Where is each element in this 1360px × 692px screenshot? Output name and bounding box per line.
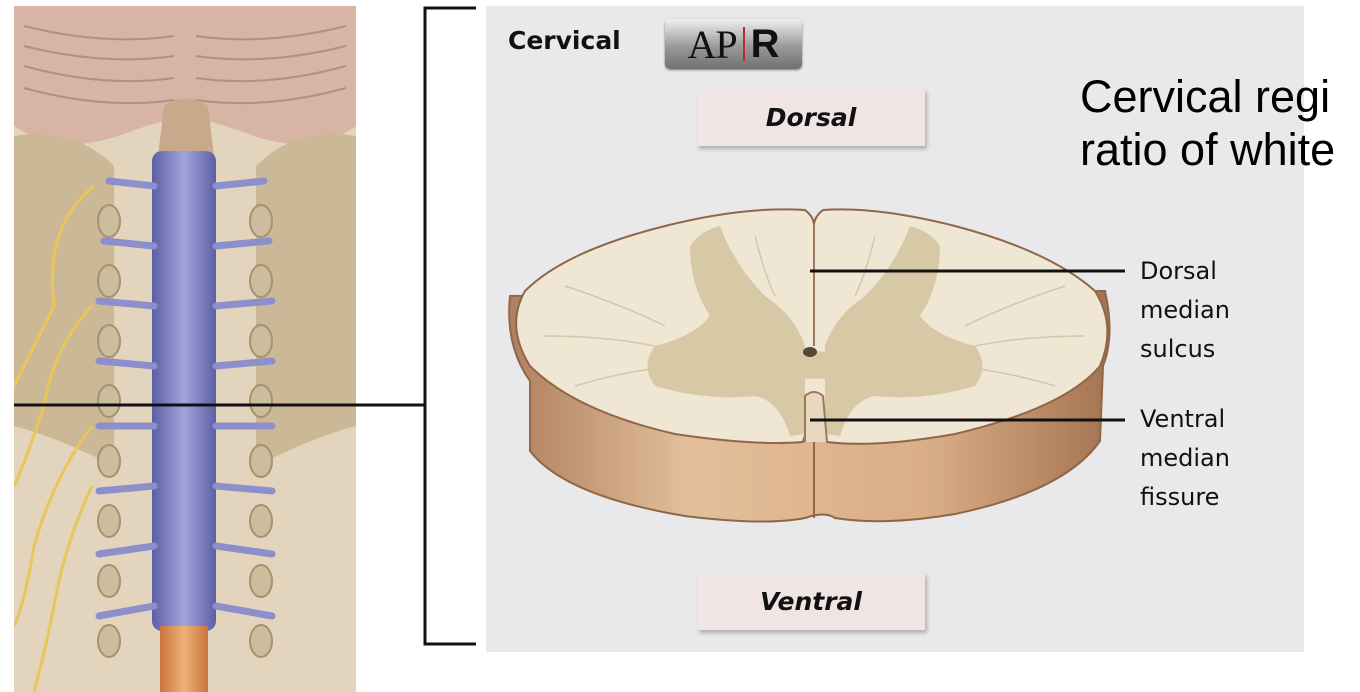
apr-logo-right: R: [750, 21, 780, 66]
apr-logo-separator: [742, 27, 745, 61]
ventral-median-fissure: [804, 391, 828, 443]
cauda-equina: [160, 626, 208, 692]
heading-line-2: ratio of white: [1080, 124, 1336, 175]
callout-dorsal-median-sulcus: Dorsal median sulcus: [1140, 252, 1230, 369]
ventral-label: Ventral: [697, 573, 925, 630]
slide-heading: Cervical regi ratio of white: [1080, 70, 1360, 176]
callout-line: Dorsal: [1140, 257, 1217, 285]
spinal-cord: [152, 151, 216, 631]
callout-line: Ventral: [1140, 405, 1226, 433]
apr-logo: AP R: [665, 19, 802, 69]
gray-matter: [647, 226, 983, 436]
region-label: Cervical: [508, 26, 621, 55]
apr-logo-left: AP: [687, 21, 737, 67]
callout-line: fissure: [1140, 483, 1220, 511]
dorsal-label: Dorsal: [697, 89, 925, 146]
central-canal: [803, 347, 817, 357]
spinal-cord-illustration: [14, 6, 356, 692]
gray-commissure: [790, 351, 840, 381]
heading-line-1: Cervical regi: [1080, 71, 1331, 122]
cerebellum: [14, 6, 356, 144]
callout-ventral-median-fissure: Ventral median fissure: [1140, 400, 1230, 517]
callout-line: sulcus: [1140, 335, 1216, 363]
right-scapula: [256, 134, 356, 466]
spinal-cord-cross-section: [508, 208, 1125, 523]
brainstem: [158, 98, 214, 156]
callout-line: median: [1140, 444, 1230, 472]
left-scapula: [14, 134, 114, 466]
callout-line: median: [1140, 296, 1230, 324]
